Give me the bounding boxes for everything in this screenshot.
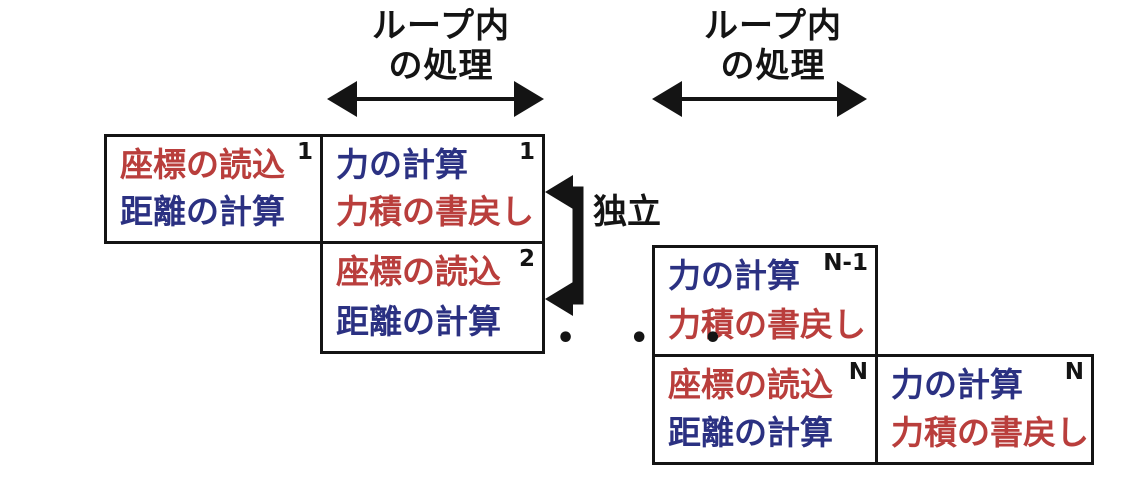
loop-label-line2: の処理 xyxy=(388,46,494,86)
stage-line: 力の計算 xyxy=(668,257,869,295)
stage-line: 力積の書戻し xyxy=(336,193,536,231)
stage-line: 距離の計算 xyxy=(668,414,869,452)
stage-line-text: 座標の読込 xyxy=(336,252,501,291)
loop-label-line1: ループ内 xyxy=(704,6,842,46)
loop-label-line2: の処理 xyxy=(720,46,826,86)
iteration-superscript: 1 xyxy=(296,139,313,165)
loop-processing-label-2: ループ内 の処理 xyxy=(662,6,884,86)
stage-box-iter1-read: 1 座標の読込 距離の計算 xyxy=(104,134,323,244)
double-arrow-icon-1 xyxy=(327,81,544,117)
stage-line: 座標の読込 xyxy=(120,146,314,184)
loop-label-line1: ループ内 xyxy=(372,6,510,46)
independent-bracket-arrow-icon xyxy=(545,175,584,316)
iteration-superscript: N-1 xyxy=(823,250,868,276)
stage-line-text: 力の計算 xyxy=(891,365,1023,404)
stage-line-text: 力積の書戻し xyxy=(668,305,866,344)
stage-line-text: 力積の書戻し xyxy=(336,192,534,231)
loop-processing-label-1: ループ内 の処理 xyxy=(330,6,552,86)
iteration-superscript: N xyxy=(848,359,868,385)
independent-label: 独立 xyxy=(593,192,661,232)
ellipsis-dots: • • • xyxy=(556,321,745,356)
stage-line: 距離の計算 xyxy=(120,193,314,231)
stage-box-iterN-read: N 座標の読込 距離の計算 xyxy=(652,354,878,465)
stage-box-iter2-read: 2 座標の読込 距離の計算 xyxy=(320,241,545,354)
stage-line-text: 力の計算 xyxy=(668,256,800,295)
stage-line-text: 距離の計算 xyxy=(120,192,285,231)
stage-line: 座標の読込 xyxy=(668,366,869,404)
stage-line-text: 座標の読込 xyxy=(668,365,833,404)
stage-line: 力積の書戻し xyxy=(891,414,1089,452)
stage-line-text: 距離の計算 xyxy=(336,302,501,341)
stage-line-text: 座標の読込 xyxy=(120,145,285,184)
stage-line-text: 力積の書戻し xyxy=(891,413,1089,452)
stage-line: 力積の書戻し xyxy=(668,306,869,344)
stage-line-text: 距離の計算 xyxy=(668,413,833,452)
iteration-superscript: 2 xyxy=(518,246,535,272)
iteration-superscript: N xyxy=(1064,359,1084,385)
stage-box-iterN-force: N 力の計算 力積の書戻し xyxy=(875,354,1094,465)
stage-line: 座標の読込 xyxy=(336,253,536,291)
stage-box-iter1-force: 1 力の計算 力積の書戻し xyxy=(320,134,545,244)
stage-line-text: 力の計算 xyxy=(336,145,468,184)
stage-line: 力の計算 xyxy=(336,146,536,184)
iteration-superscript: 1 xyxy=(518,139,535,165)
stage-line: 力の計算 xyxy=(891,366,1085,404)
double-arrow-icon-2 xyxy=(652,81,867,117)
stage-line: 距離の計算 xyxy=(336,303,536,341)
